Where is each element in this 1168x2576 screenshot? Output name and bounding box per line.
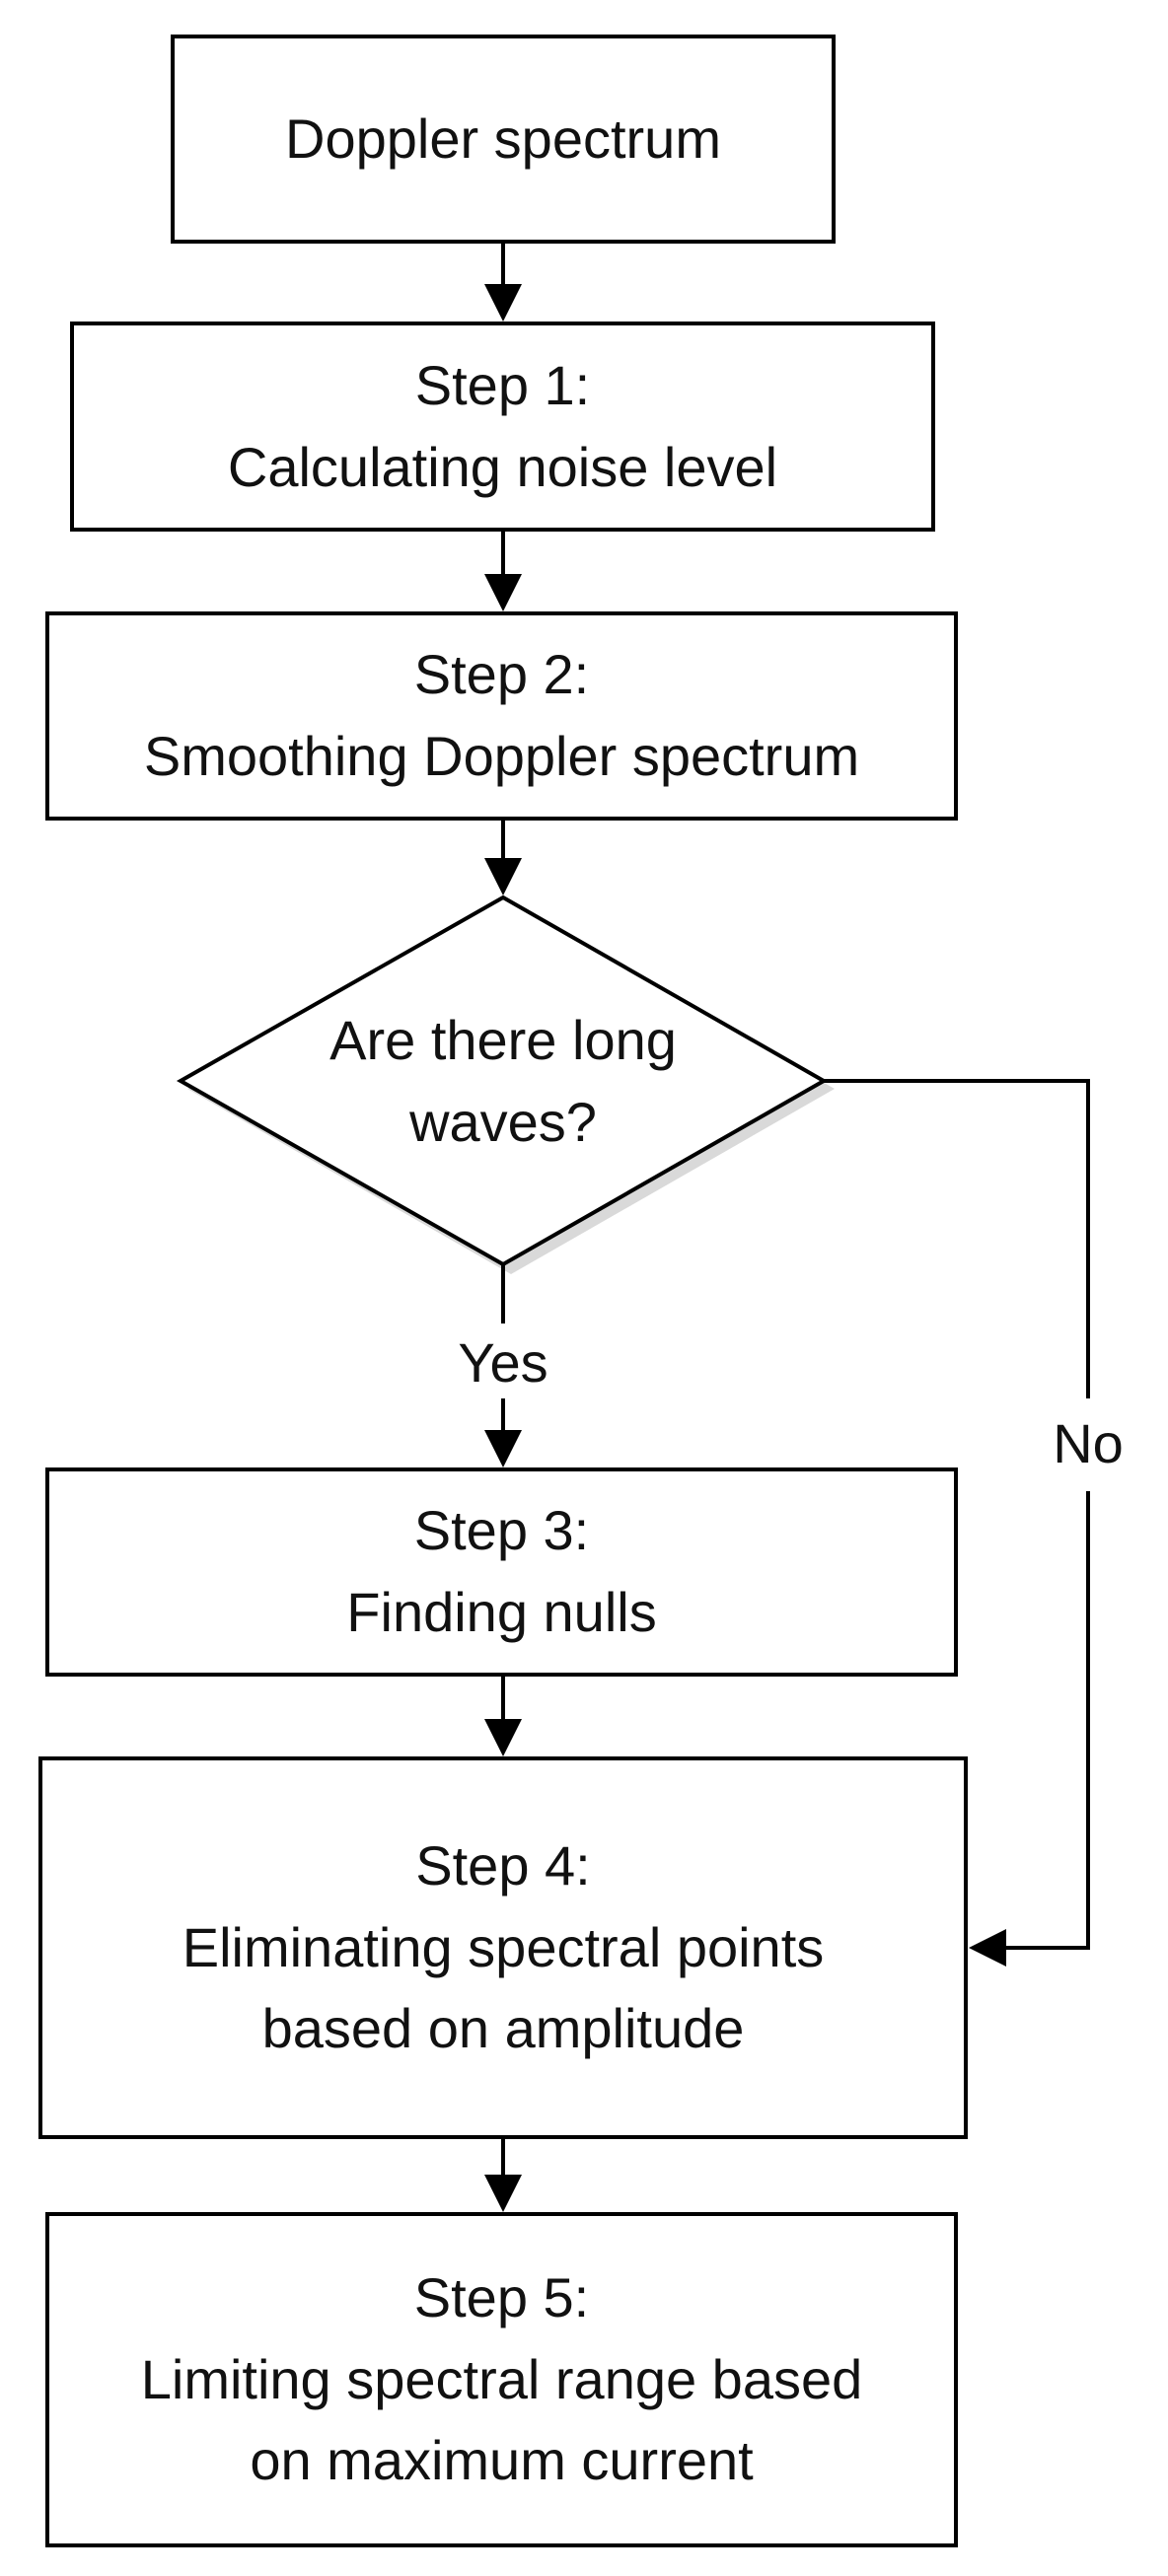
step5-description-line2: on maximum current xyxy=(250,2429,754,2492)
decision-label: Are there long waves? xyxy=(256,990,750,1173)
step3-title: Step 3: xyxy=(413,1499,590,1562)
step1-title: Step 1: xyxy=(414,353,591,416)
step2-description: Smoothing Doppler spectrum xyxy=(143,725,860,787)
step5-description-line1: Limiting spectral range based xyxy=(140,2347,863,2410)
decision-line2: waves? xyxy=(409,1090,597,1153)
step5-title: Step 5: xyxy=(413,2265,590,2328)
arrow-step2-to-decision xyxy=(484,819,522,895)
arrow-start-to-step1 xyxy=(484,242,522,322)
arrow-step4-to-step5 xyxy=(484,2137,522,2212)
arrow-step1-to-step2 xyxy=(484,530,522,611)
step1-box: Step 1: Calculating noise level xyxy=(70,322,935,532)
step4-title: Step 4: xyxy=(415,1833,591,1896)
step2-box: Step 2: Smoothing Doppler spectrum xyxy=(45,611,958,821)
yes-label: Yes xyxy=(444,1335,562,1391)
step3-box: Step 3: Finding nulls xyxy=(45,1467,958,1677)
step4-description-line1: Eliminating spectral points xyxy=(182,1915,825,1978)
step5-box: Step 5: Limiting spectral range based on… xyxy=(45,2212,958,2547)
arrow-decision-no-to-step4 xyxy=(824,1079,1090,1967)
step2-title: Step 2: xyxy=(413,643,590,706)
start-label: Doppler spectrum xyxy=(285,107,721,170)
step4-box: Step 4: Eliminating spectral points base… xyxy=(38,1756,968,2139)
step1-description: Calculating noise level xyxy=(227,435,778,498)
arrow-decision-yes-to-step3 xyxy=(484,1264,522,1467)
arrow-step3-to-step4 xyxy=(484,1675,522,1756)
decision-line1: Are there long xyxy=(329,1008,677,1071)
no-label: No xyxy=(1039,1416,1137,1471)
step4-description-line2: based on amplitude xyxy=(261,1997,745,2060)
step3-description: Finding nulls xyxy=(346,1581,657,1643)
start-box: Doppler spectrum xyxy=(171,35,836,244)
